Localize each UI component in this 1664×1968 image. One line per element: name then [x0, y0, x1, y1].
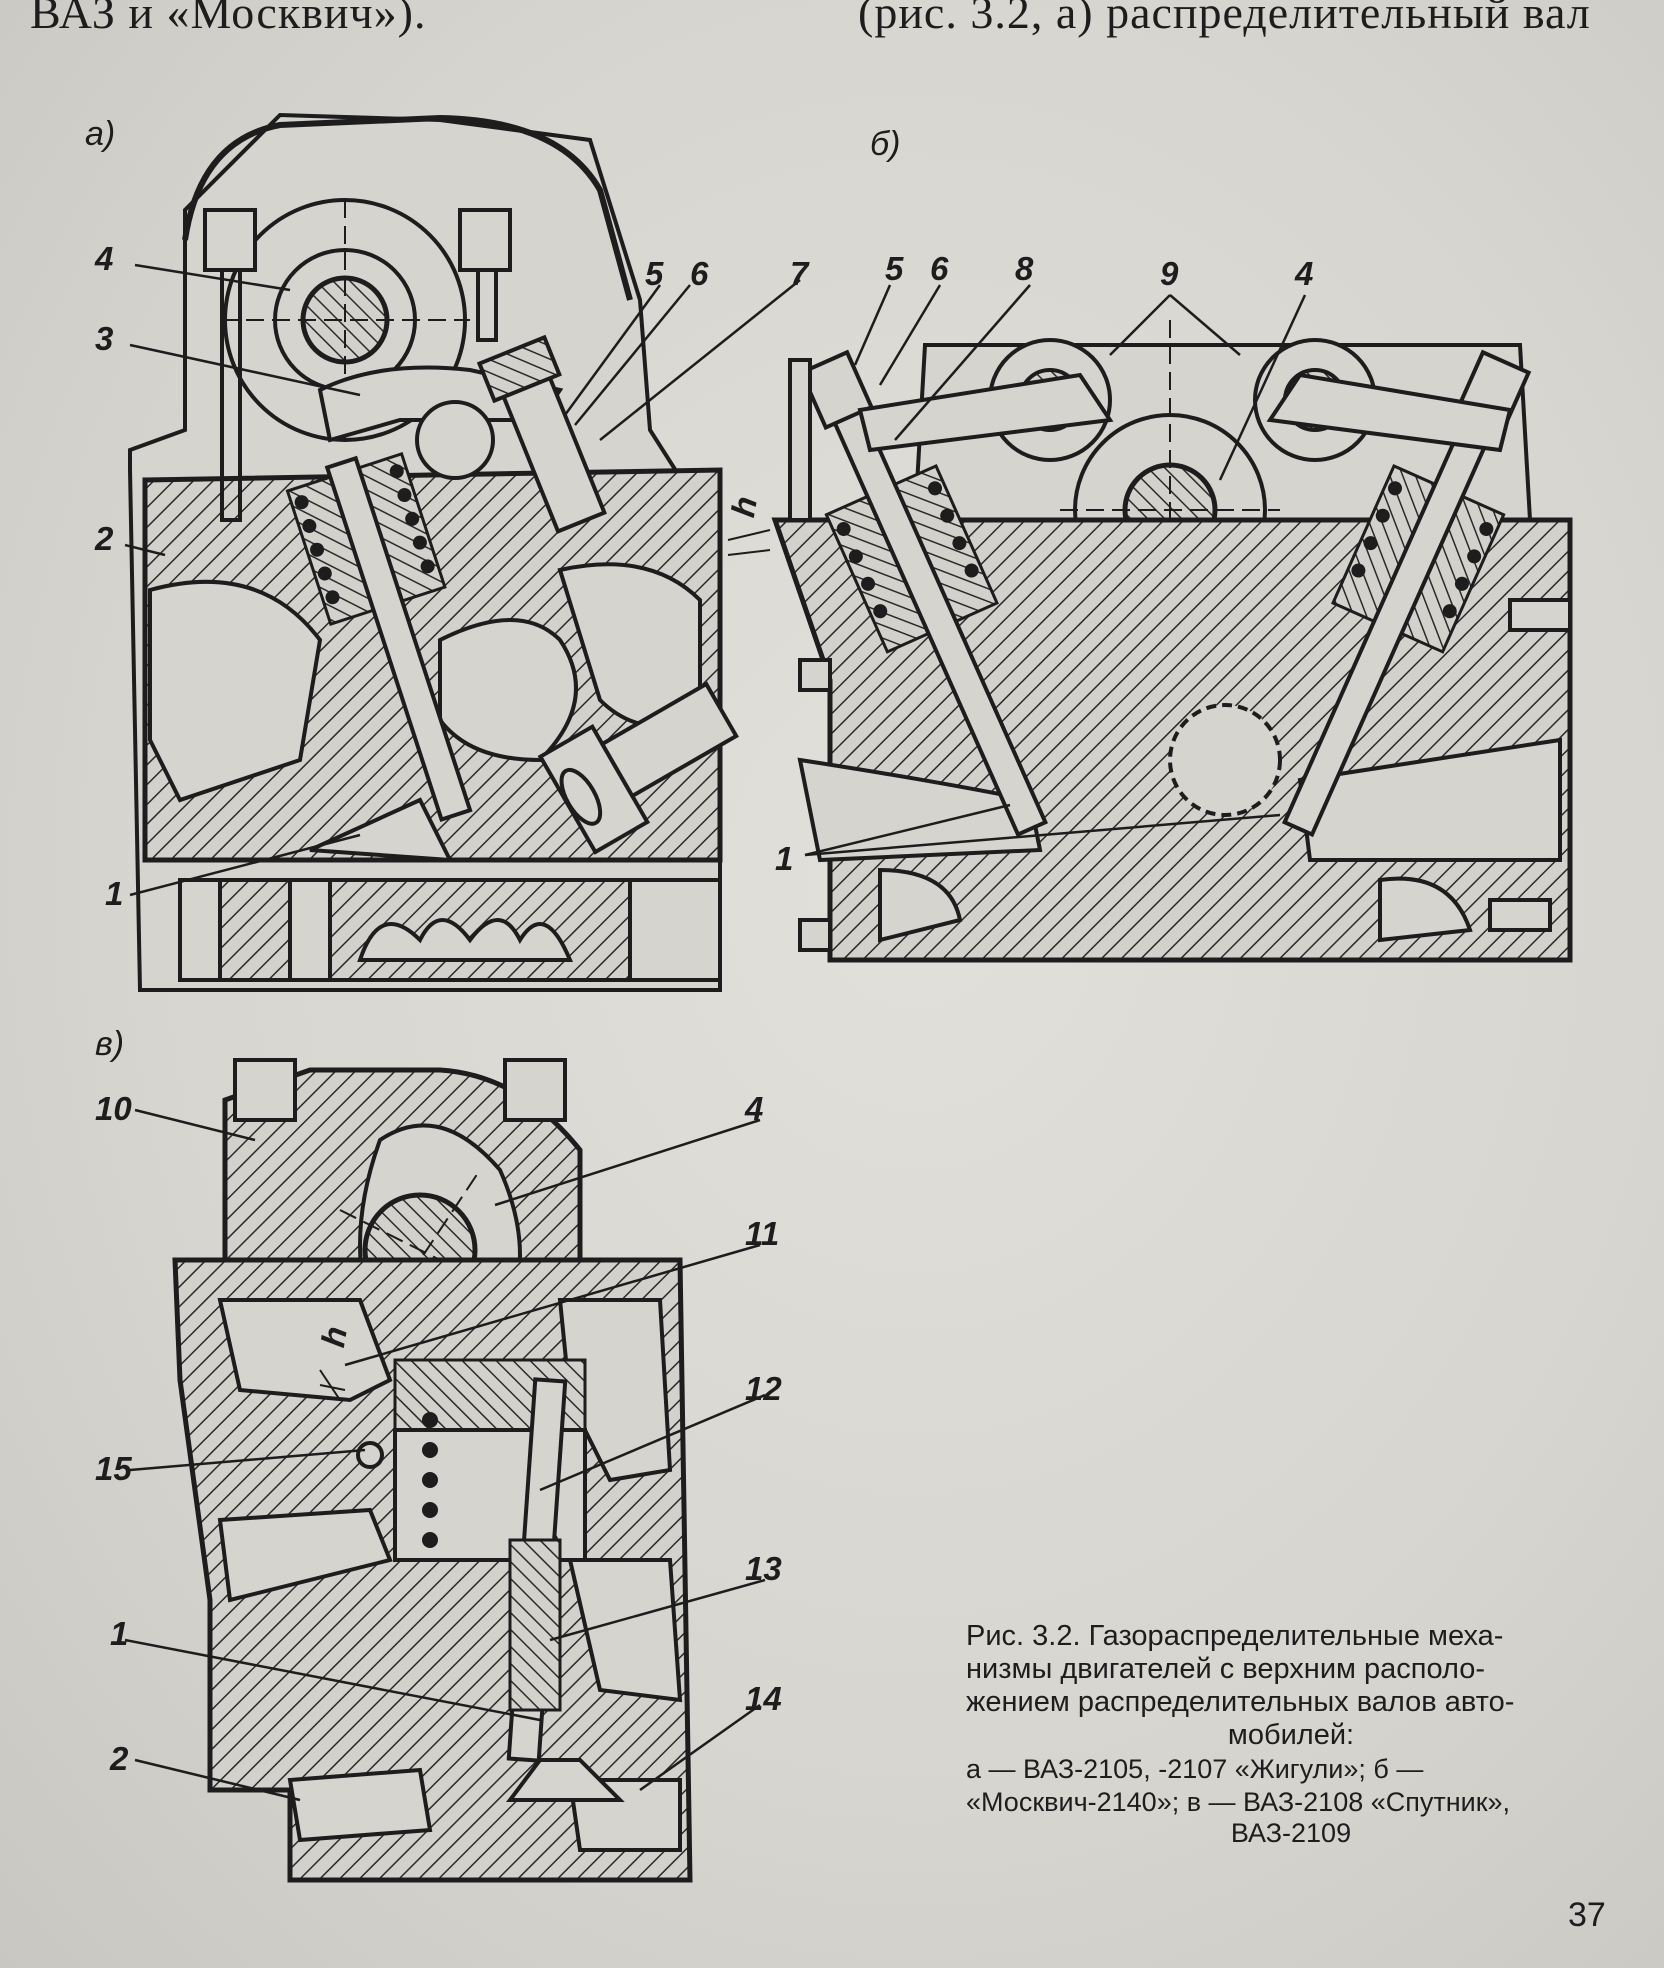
- callout-v-13: 13: [745, 1550, 782, 1587]
- callout-v-10: 10: [95, 1090, 132, 1127]
- callout-v-1: 1: [110, 1615, 128, 1652]
- callout-v-11: 11: [745, 1215, 779, 1252]
- panel-v-drawing: [124, 1058, 766, 1883]
- panel-a-drawing: [124, 112, 801, 992]
- callout-a-7: 7: [790, 255, 810, 292]
- panel-a-label: а): [85, 115, 115, 153]
- caption-title-line-2: низмы двигателей с верхним располо-: [966, 1653, 1485, 1685]
- caption-title-line-4: мобилей:: [1227, 1719, 1355, 1751]
- panel-b-label: б): [870, 125, 900, 163]
- callout-a-3: 3: [95, 320, 113, 357]
- caption-title-line-3: жением распределительных валов авто-: [966, 1686, 1515, 1718]
- callout-b-6: 6: [930, 250, 949, 287]
- top-left-text: ВАЗ и «Москвич»).: [30, 0, 427, 38]
- callout-b-8: 8: [1015, 250, 1034, 287]
- callout-a-5: 5: [645, 255, 664, 292]
- callout-a-h: h: [724, 494, 764, 520]
- caption-legend-line-3: ВАЗ-2109: [1230, 1818, 1352, 1848]
- callout-a-1: 1: [105, 875, 123, 912]
- callout-b-1: 1: [775, 840, 793, 877]
- callout-b-4: 4: [1294, 255, 1313, 292]
- callout-b-5: 5: [885, 250, 904, 287]
- caption-legend-line-1: а — ВАЗ-2105, -2107 «Жигули»; б —: [966, 1754, 1424, 1784]
- panel-v-label: в): [95, 1025, 124, 1063]
- callout-a-2: 2: [94, 520, 114, 557]
- callout-v-14: 14: [745, 1680, 782, 1717]
- panel-b-drawing: [771, 284, 1573, 963]
- callout-a-6: 6: [690, 255, 709, 292]
- callout-b-9: 9: [1160, 255, 1179, 292]
- caption-legend-line-2: «Москвич-2140»; в — ВАЗ-2108 «Спутник»,: [966, 1787, 1511, 1817]
- figure-caption: Рис. 3.2. Газораспределительные меха- ни…: [966, 1620, 1616, 1849]
- top-right-text: (рис. 3.2, а) распределительный вал: [858, 0, 1591, 38]
- callout-a-4: 4: [94, 240, 113, 277]
- caption-title-line-1: Рис. 3.2. Газораспределительные меха-: [966, 1620, 1504, 1652]
- page-number: 37: [1568, 1896, 1606, 1934]
- callout-v-12: 12: [745, 1370, 782, 1407]
- callout-v-4: 4: [744, 1090, 763, 1127]
- callout-v-15: 15: [95, 1450, 132, 1487]
- callout-v-2: 2: [109, 1740, 129, 1777]
